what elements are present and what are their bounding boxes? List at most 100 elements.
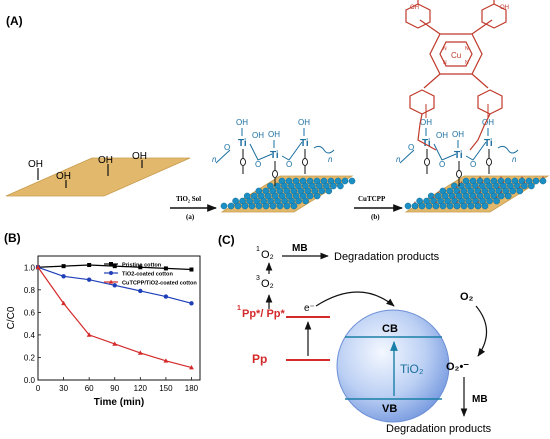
y-tick-label: 0.4 — [24, 331, 36, 340]
tio2-particle — [325, 187, 333, 195]
backbone-bond — [215, 149, 231, 164]
tio2-particle — [341, 177, 349, 185]
data-point — [86, 277, 92, 282]
tio2-particle — [432, 202, 440, 210]
cotton-sheet — [5, 157, 191, 197]
bridging-o-label: O — [470, 160, 476, 169]
tio2-particle — [290, 202, 298, 210]
oh-label: OH — [28, 159, 43, 170]
singlet-oxygen-sup: 1 — [256, 246, 260, 253]
data-point — [35, 264, 41, 270]
data-point — [189, 301, 194, 306]
x-axis-label: Time (min) — [94, 397, 144, 408]
ti-oh-label: OH — [482, 118, 494, 127]
ti-atom-label: Ti — [422, 138, 431, 149]
bridging-o-label: O — [439, 160, 445, 169]
chain-n-label: n — [512, 155, 517, 164]
ti-o-ti-bridge — [281, 141, 303, 161]
chain-n-label: n — [328, 155, 333, 164]
x-tick-label: 150 — [159, 384, 173, 393]
mb-label-bottom: MB — [472, 394, 488, 405]
tio2-particle — [474, 202, 482, 210]
data-point — [61, 274, 66, 279]
data-point — [163, 266, 168, 271]
tio2-particle — [497, 192, 505, 200]
tio2-particle — [439, 202, 447, 210]
step-b-reagent: CuTCPP — [358, 195, 386, 203]
tio2-particle — [532, 177, 540, 185]
ti-o-ti-bridge — [433, 143, 457, 161]
step-a-reagent: TiO₂ Sol — [176, 195, 201, 203]
superoxide-label: O₂•⁻ — [446, 361, 469, 373]
ti-oh-label: OH — [452, 130, 464, 139]
y-tick-label: 0.2 — [24, 353, 36, 362]
tio2-particle — [453, 202, 461, 210]
data-point — [138, 265, 143, 270]
porphyrin-n-label: N — [443, 60, 447, 66]
ti-atom-label: Ti — [238, 138, 247, 149]
tio2-particle — [248, 202, 256, 210]
surface-oxygen — [272, 169, 278, 179]
chain-end-bond — [497, 145, 519, 154]
y-tick-label: 0.0 — [24, 376, 36, 385]
x-tick-label: 30 — [59, 384, 68, 393]
tio2-particle — [313, 192, 321, 200]
surface-oxygen — [424, 157, 430, 167]
tio2-particle — [227, 202, 235, 210]
tio2-particle — [528, 182, 535, 190]
legend-label: CuTCPP/TiO2-coated cotton — [122, 281, 197, 287]
tio2-particle — [241, 202, 249, 210]
ti-o-ti-bridge — [465, 141, 487, 161]
tio2-particle — [425, 202, 433, 210]
acid-oh-label: OH — [500, 5, 509, 11]
step-b-label: (b) — [371, 213, 380, 221]
tio2-nanoparticle-layer — [220, 177, 356, 210]
ti-o-ti-bridge — [249, 143, 273, 161]
tio2-particle — [337, 182, 344, 190]
bridging-o-label: O — [286, 160, 292, 169]
tio2-particle — [446, 202, 454, 210]
plot-frame — [37, 255, 201, 381]
ti-oh-label: OH — [236, 118, 248, 127]
side-o-label: O — [224, 143, 230, 152]
tio2-particle — [504, 192, 512, 200]
mb-label-top: MB — [292, 243, 308, 254]
porphyrin-n-label: N — [443, 46, 447, 52]
y-tick-label: 0.6 — [24, 308, 36, 317]
y-tick-label: 0.8 — [24, 286, 36, 295]
tio2-particle — [255, 202, 263, 210]
tio2-particle — [234, 202, 242, 210]
ti-oh-label: OH — [298, 118, 310, 127]
panel-c-label: (C) — [218, 233, 235, 247]
x-tick-label: 90 — [110, 384, 119, 393]
ti-oh-label: OH — [268, 130, 280, 139]
data-point — [87, 263, 92, 268]
tio2-particle — [348, 177, 356, 185]
data-point — [189, 365, 194, 370]
tio2-particle — [306, 192, 314, 200]
ti-oh-label: OH — [252, 131, 264, 140]
legend-marker — [109, 262, 113, 266]
tio2-particle — [404, 202, 412, 210]
step-a-label: (a) — [186, 213, 195, 221]
x-tick-label: 180 — [185, 384, 199, 393]
x-tick-label: 0 — [36, 384, 41, 393]
tio2-particle — [283, 202, 291, 210]
porphyrin-n-label: N — [465, 60, 469, 66]
tio2-particle — [269, 202, 277, 210]
tio2-particle — [467, 202, 475, 210]
chain-n-label: n — [212, 155, 217, 164]
tio2-particle — [509, 187, 517, 195]
data-point — [163, 294, 169, 299]
data-point — [112, 341, 118, 346]
valence-band-label: VB — [382, 403, 397, 415]
y-axis-label: C/C0 — [6, 306, 17, 329]
tio2-particle — [262, 202, 270, 210]
ti-atom-label: Ti — [454, 150, 463, 161]
tio2-particle — [295, 197, 302, 205]
tio2-particle — [276, 202, 284, 210]
tio2-particle — [460, 202, 468, 210]
surface-oxygen — [486, 157, 492, 167]
